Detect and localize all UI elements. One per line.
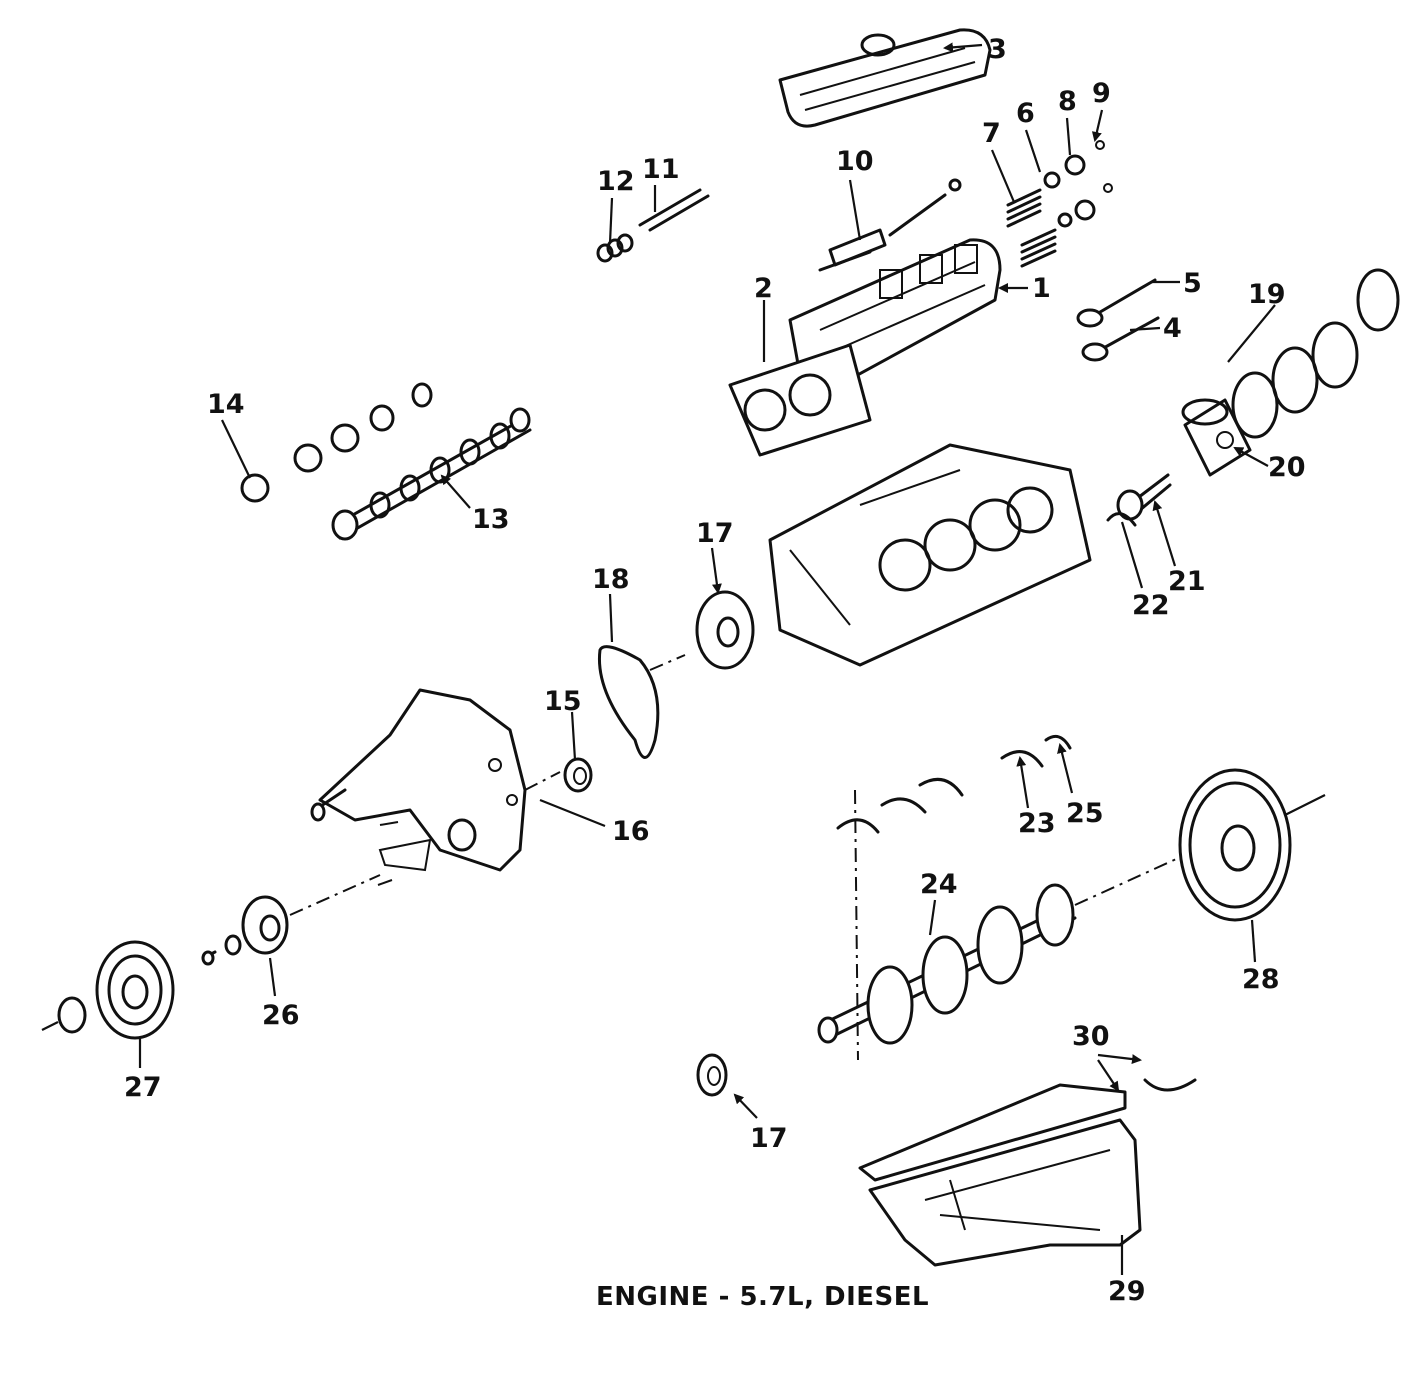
callout-4: 4 — [1163, 313, 1182, 344]
callout-labels: 1 2 3 4 5 6 7 8 9 10 11 12 13 14 15 16 1… — [124, 34, 1306, 1307]
callout-1: 1 — [1032, 273, 1051, 304]
callout-27: 27 — [124, 1072, 162, 1103]
oil-pan — [868, 1118, 1142, 1267]
timing-sprocket-upper — [695, 590, 755, 670]
timing-cover — [310, 688, 561, 886]
callout-21: 21 — [1168, 566, 1206, 597]
crank-pulley — [41, 940, 175, 1040]
callout-2: 2 — [754, 273, 773, 304]
crank-hub — [201, 874, 381, 966]
callout-23: 23 — [1018, 808, 1056, 839]
callout-9: 9 — [1092, 78, 1111, 109]
piston-rings — [1231, 268, 1400, 439]
crankshaft — [817, 789, 1186, 1061]
callout-22: 22 — [1132, 590, 1170, 621]
rocker-arms — [818, 178, 962, 272]
callout-29: 29 — [1108, 1276, 1146, 1307]
valves — [1076, 278, 1160, 362]
engine-block — [768, 443, 1092, 667]
callout-17-upper: 17 — [696, 518, 734, 549]
leader-lines — [138, 42, 1276, 1275]
timing-chain — [597, 645, 686, 759]
callout-8: 8 — [1058, 86, 1077, 117]
callout-12: 12 — [597, 166, 635, 197]
callout-10: 10 — [836, 146, 874, 177]
camshaft — [331, 407, 532, 541]
callout-24: 24 — [920, 869, 958, 900]
diagram-caption: ENGINE - 5.7L, DIESEL — [596, 1282, 929, 1312]
valve-springs — [1006, 140, 1113, 268]
push-rods — [638, 188, 710, 232]
callout-16: 16 — [612, 816, 650, 847]
callout-11: 11 — [642, 154, 680, 185]
callout-6: 6 — [1016, 98, 1035, 129]
piston — [1181, 398, 1252, 477]
head-gasket — [728, 343, 872, 457]
callout-25: 25 — [1066, 798, 1104, 829]
callout-3: 3 — [988, 34, 1007, 65]
callout-15: 15 — [544, 686, 582, 717]
rod-bearing — [1106, 512, 1137, 527]
callout-13: 13 — [472, 504, 510, 535]
callout-5: 5 — [1183, 268, 1202, 299]
flywheel — [1178, 768, 1326, 922]
callout-20: 20 — [1268, 452, 1306, 483]
lifters — [596, 233, 634, 263]
callout-18: 18 — [592, 564, 630, 595]
oil-pan-gasket — [858, 1078, 1197, 1182]
connecting-rod — [1116, 473, 1172, 521]
callout-28: 28 — [1242, 964, 1280, 995]
callout-19: 19 — [1248, 279, 1286, 310]
callout-7: 7 — [982, 118, 1001, 149]
callout-30: 30 — [1072, 1021, 1110, 1052]
callout-14: 14 — [207, 389, 245, 420]
cam-bearings — [240, 382, 433, 503]
valve-cover — [778, 28, 992, 128]
callout-17-lower: 17 — [750, 1123, 788, 1154]
main-bearings — [836, 734, 1072, 834]
callout-26: 26 — [262, 1000, 300, 1031]
timing-sprocket-lower — [696, 1053, 728, 1097]
front-seal — [563, 757, 593, 793]
